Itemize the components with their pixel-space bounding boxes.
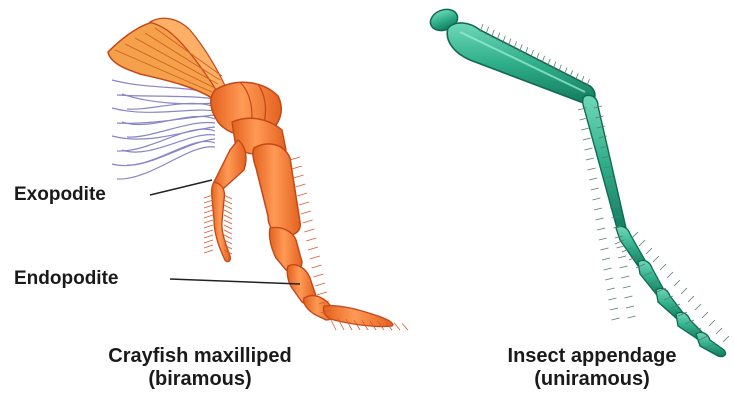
insect-caption: Insect appendage (uniramous) — [462, 345, 722, 391]
crayfish-maxilliped — [108, 18, 408, 330]
endopodite — [253, 144, 408, 330]
endopodite-label: Endopodite — [14, 268, 118, 290]
gill-filaments — [112, 80, 215, 179]
insect-caption-line1: Insect appendage — [462, 345, 722, 368]
exopodite-leader-line — [150, 180, 212, 195]
crayfish-caption-line1: Crayfish maxilliped — [60, 345, 340, 368]
exopodite-label: Exopodite — [14, 184, 106, 206]
insect-caption-line2: (uniramous) — [462, 368, 722, 391]
endopodite-leader-line — [170, 279, 300, 284]
insect-appendage — [427, 6, 729, 357]
crayfish-caption-line2: (biramous) — [60, 368, 340, 391]
crayfish-fan — [108, 18, 228, 98]
crayfish-caption: Crayfish maxilliped (biramous) — [60, 345, 340, 391]
exopodite — [204, 140, 246, 262]
